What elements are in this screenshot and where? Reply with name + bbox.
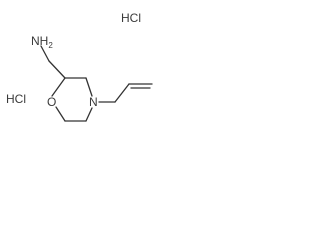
structure-diagram: NH2 O N HCl HCl	[6, 11, 153, 122]
bond-n-c3	[85, 77, 93, 97]
bond-allyl-ch	[114, 83, 130, 103]
bond-c5-n	[85, 107, 93, 122]
bond-nh2-ch2	[40, 45, 50, 62]
bonds	[40, 45, 153, 122]
amine-subscript: 2	[48, 41, 53, 50]
bond-o-c6	[55, 106, 66, 122]
ring-nitrogen-label: N	[89, 95, 98, 109]
bond-c2-o	[51, 77, 66, 97]
salt-hcl-top: HCl	[121, 11, 141, 25]
amine-nh: NH	[31, 34, 48, 48]
bond-ch2-c2	[48, 60, 66, 79]
salt-hcl-bottom: HCl	[6, 92, 26, 106]
ring-oxygen-label: O	[47, 95, 56, 109]
amine-label: NH2	[31, 34, 53, 50]
